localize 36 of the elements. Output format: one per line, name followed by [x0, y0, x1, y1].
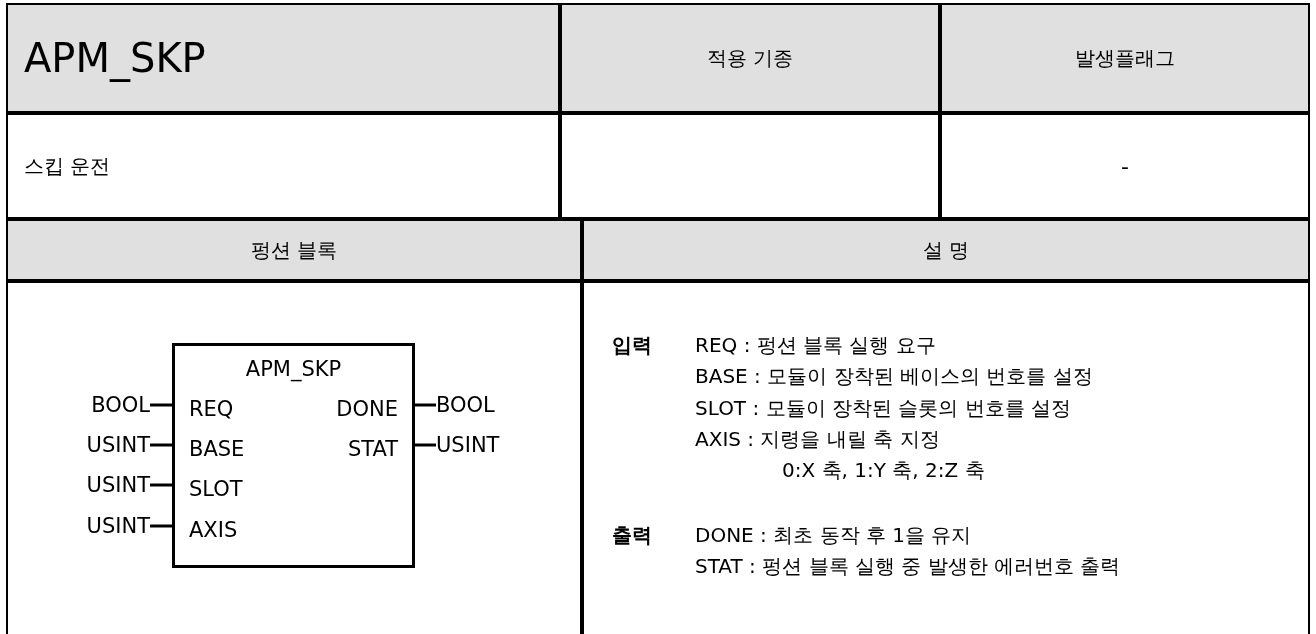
function-block-box	[172, 343, 415, 568]
pin-name: AXIS	[189, 517, 238, 543]
block-title: APM_SKP	[244, 356, 343, 382]
pin-line	[150, 443, 172, 447]
data-type-label: USINT	[50, 513, 150, 539]
pin-name: REQ	[189, 396, 234, 422]
description-text: SLOT : 모듈이 장착된 슬롯의 번호를 설정	[695, 395, 1071, 421]
pin-line	[415, 443, 436, 447]
description-text: AXIS : 지령을 내릴 축 지정	[695, 426, 940, 452]
header-cell: 설 명	[582, 219, 1310, 281]
header-cell: APM_SKP	[6, 3, 560, 113]
description-text: BASE : 모듈이 장착된 베이스의 번호를 설정	[695, 363, 1093, 389]
section-heading: 입력	[612, 332, 652, 358]
data-type-label: USINT	[50, 432, 150, 458]
data-type-label: USINT	[436, 432, 536, 458]
pin-name: BASE	[189, 436, 245, 462]
header-cell: 적용 기종	[560, 3, 940, 113]
data-type-label: USINT	[50, 472, 150, 498]
header-cell: 펑션 블록	[6, 219, 582, 281]
description-text: STAT : 펑션 블록 실행 중 발생한 에러번호 출력	[695, 553, 1121, 579]
section-heading: 출력	[612, 522, 652, 548]
pin-line	[150, 524, 172, 528]
pin-name: DONE	[336, 396, 398, 422]
data-type-label: BOOL	[50, 392, 150, 418]
description-text: DONE : 최초 동작 후 1을 유지	[695, 522, 972, 548]
description-text: REQ : 펑션 블록 실행 요구	[695, 332, 936, 358]
data-type-label: BOOL	[436, 392, 536, 418]
pin-name: STAT	[347, 436, 398, 462]
table-cell: 스킵 운전	[6, 113, 560, 219]
header-cell: 발생플래그	[940, 3, 1310, 113]
pin-line	[415, 403, 436, 407]
pin-line	[150, 483, 172, 487]
description-text: 0:X 축, 1:Y 축, 2:Z 축	[782, 457, 985, 483]
pin-line	[150, 403, 172, 407]
table-cell: -	[940, 113, 1310, 219]
pin-name: SLOT	[189, 476, 243, 502]
